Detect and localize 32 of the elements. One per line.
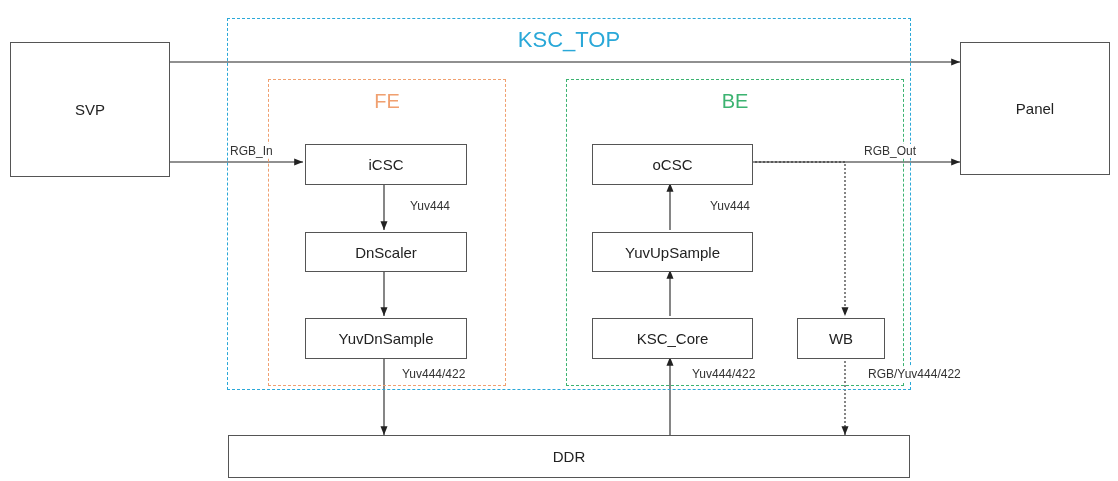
arrow bbox=[169, 58, 961, 66]
process-box bbox=[592, 318, 753, 359]
group-title: KSC_TOP bbox=[516, 27, 622, 53]
arrow bbox=[169, 158, 304, 166]
box-label: SVP bbox=[75, 101, 105, 118]
box-label: DnScaler bbox=[355, 243, 417, 261]
process-box bbox=[305, 318, 467, 359]
edge-label: Yuv444 bbox=[708, 199, 753, 213]
edge-label: Yuv444 bbox=[408, 199, 453, 213]
box-label: Panel bbox=[1015, 100, 1055, 117]
group-title: BE bbox=[720, 90, 750, 113]
edge-label: RGB_Out bbox=[862, 144, 919, 158]
box-label: KSC_Core bbox=[636, 330, 709, 347]
box-label: WB bbox=[828, 330, 854, 347]
process-box bbox=[305, 232, 467, 272]
process-box bbox=[797, 318, 885, 359]
edge-label: RGB_In bbox=[228, 144, 275, 158]
process-box bbox=[960, 42, 1110, 175]
box-label: iCSC bbox=[368, 156, 404, 173]
process-box bbox=[592, 144, 753, 185]
process-box bbox=[228, 435, 910, 478]
edge-label: RGB/Yuv444/422 bbox=[866, 367, 963, 381]
edge-label: Yuv444/422 bbox=[400, 367, 468, 381]
process-box bbox=[592, 232, 753, 272]
edge-label: Yuv444/422 bbox=[690, 367, 758, 381]
box-label: YuvDnSample bbox=[338, 330, 434, 347]
box-label: DDR bbox=[552, 448, 586, 465]
box-label: oCSC bbox=[652, 156, 693, 173]
process-box bbox=[305, 144, 467, 185]
box-label: YuvUpSample bbox=[624, 243, 721, 261]
group-title: FE bbox=[373, 90, 401, 113]
process-box bbox=[10, 42, 170, 177]
